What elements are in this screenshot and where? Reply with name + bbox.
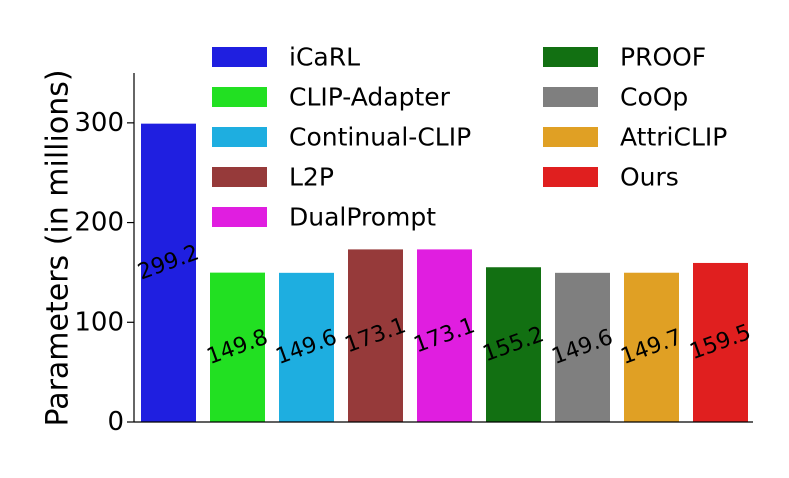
y-tick-label: 300 bbox=[74, 108, 124, 138]
bar-coop bbox=[555, 272, 610, 422]
legend-entry-label: iCaRL bbox=[289, 43, 360, 72]
legend-swatch bbox=[543, 167, 598, 187]
legend-swatch bbox=[543, 87, 598, 107]
y-tick-label: 100 bbox=[74, 307, 124, 337]
legend-swatch bbox=[212, 47, 267, 67]
y-ticks-layer: 0 100 200 300 bbox=[74, 108, 134, 437]
legend-swatch bbox=[212, 167, 267, 187]
y-tick-label: 200 bbox=[74, 208, 124, 238]
legend-entry-label: CLIP-Adapter bbox=[289, 83, 451, 112]
legend-entry-label: PROOF bbox=[620, 43, 706, 72]
legend-swatch bbox=[543, 127, 598, 147]
legend-swatch bbox=[212, 87, 267, 107]
legend-swatch bbox=[543, 47, 598, 67]
legend-entry-label: AttriCLIP bbox=[620, 123, 727, 152]
legend-entry-label: CoOp bbox=[620, 83, 688, 112]
bar-clip-adapter bbox=[210, 272, 265, 422]
bars-layer bbox=[141, 123, 748, 423]
y-axis-label: Parameters (in millions) bbox=[41, 69, 76, 426]
bar-dualprompt bbox=[417, 249, 472, 422]
bar-ours bbox=[693, 262, 748, 422]
y-tick-label: 0 bbox=[107, 407, 124, 437]
legend-entry-label: L2P bbox=[289, 163, 334, 192]
bar-proof bbox=[486, 267, 541, 422]
legend-entry-label: Continual-CLIP bbox=[289, 123, 471, 152]
legend-swatch bbox=[212, 127, 267, 147]
bar-icarl bbox=[141, 123, 196, 423]
bar-attriclip bbox=[624, 272, 679, 422]
bar-continual-clip bbox=[279, 272, 334, 422]
legend-swatch bbox=[212, 207, 267, 227]
legend-entry-label: DualPrompt bbox=[289, 203, 436, 232]
legend-entry-label: Ours bbox=[620, 163, 679, 192]
bar-l2p bbox=[348, 249, 403, 422]
